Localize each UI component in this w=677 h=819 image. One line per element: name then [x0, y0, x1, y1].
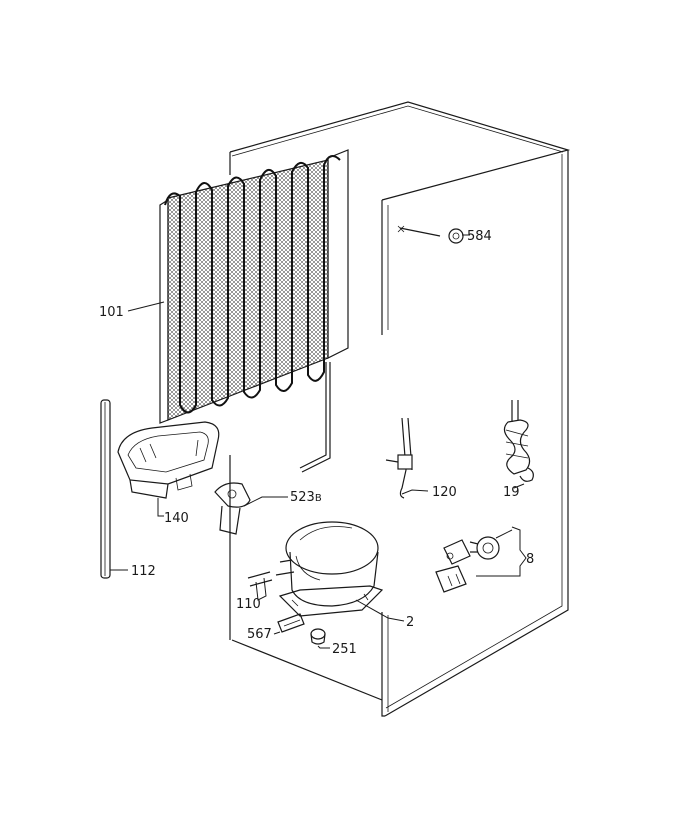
label-101: 101 [99, 305, 124, 320]
label-110: 110 [236, 597, 261, 612]
label-523b: 523B [290, 490, 322, 505]
label-120: 120 [432, 485, 457, 500]
cabinet [229, 101, 571, 717]
label-523b-number: 523 [290, 490, 315, 505]
label-567: 567 [247, 627, 272, 642]
bracket [214, 482, 251, 535]
compressor [275, 521, 384, 617]
mounting-plate [277, 613, 305, 633]
grommet [310, 628, 326, 645]
relay-starter [435, 536, 500, 593]
drip-tray [117, 421, 220, 499]
label-523b-suffix: B [315, 493, 322, 504]
heater-cable [503, 400, 534, 482]
pipe [247, 571, 273, 587]
leader-lines [110, 234, 527, 649]
label-8: 8 [526, 552, 534, 567]
drain-tube [100, 399, 111, 579]
label-584: 584 [467, 229, 492, 244]
label-112: 112 [131, 564, 156, 579]
thermostat-sensor [385, 417, 413, 499]
label-2: 2 [406, 615, 414, 630]
condenser [159, 149, 349, 473]
label-19: 19 [503, 485, 520, 500]
label-251: 251 [332, 642, 357, 657]
label-140: 140 [164, 511, 189, 526]
door-switch [397, 225, 464, 244]
